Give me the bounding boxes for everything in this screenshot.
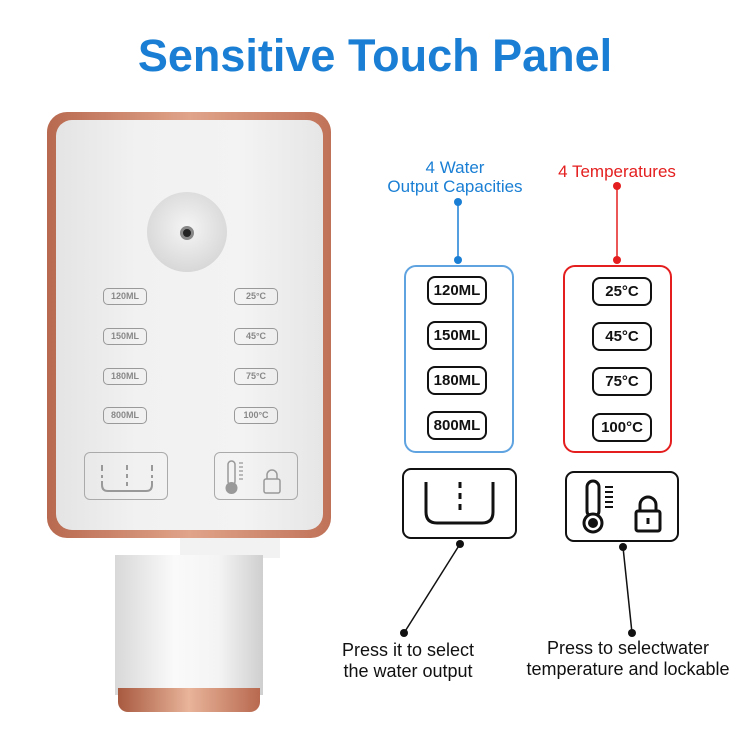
thermometer-lock-icon bbox=[225, 460, 281, 494]
device-button-45c[interactable]: 45°C bbox=[234, 328, 278, 345]
device-button-100c[interactable]: 100°C bbox=[234, 407, 278, 424]
device-neck bbox=[180, 536, 280, 558]
temp-caption-line2: temperature and lockable bbox=[526, 659, 730, 679]
cup-icon bbox=[101, 465, 153, 492]
water-caption-line2: the water output bbox=[343, 661, 473, 681]
device-button-800ml[interactable]: 800ML bbox=[103, 407, 147, 424]
spout-rose-gold-ring bbox=[118, 688, 260, 712]
temperature-45c: 45°C bbox=[592, 322, 652, 351]
temperature-25c: 25°C bbox=[592, 277, 652, 306]
temp-caption-connector bbox=[619, 543, 636, 637]
nozzle-hole bbox=[180, 226, 194, 240]
water-output-icon-box bbox=[402, 468, 517, 539]
device-water-output-button[interactable] bbox=[84, 452, 168, 500]
device-spout bbox=[115, 555, 263, 695]
water-caption-connector bbox=[400, 540, 464, 637]
page-title: Sensitive Touch Panel bbox=[137, 30, 613, 81]
temperature-connector bbox=[613, 182, 621, 264]
capacity-120ml: 120ML bbox=[427, 276, 487, 305]
capacity-180ml: 180ML bbox=[427, 366, 487, 395]
capacity-options-box bbox=[404, 265, 514, 453]
device-button-150ml[interactable]: 150ML bbox=[103, 328, 147, 345]
capacity-heading-line2: Output Capacities bbox=[387, 177, 523, 196]
temperature-heading: 4 Temperatures bbox=[558, 162, 676, 181]
temperature-75c: 75°C bbox=[592, 367, 652, 396]
capacity-150ml: 150ML bbox=[427, 321, 487, 350]
capacity-heading-line1: 4 Water bbox=[425, 158, 485, 177]
touch-panel bbox=[56, 120, 323, 530]
device-button-180ml[interactable]: 180ML bbox=[103, 368, 147, 385]
device-button-25c[interactable]: 25°C bbox=[234, 288, 278, 305]
capacity-connector bbox=[454, 198, 462, 264]
thermometer-lock-icon bbox=[582, 479, 662, 534]
water-caption-line1: Press it to select bbox=[341, 640, 475, 660]
temperature-100c: 100°C bbox=[592, 413, 652, 442]
temperature-options-box bbox=[563, 265, 672, 453]
temperature-lock-icon-box bbox=[565, 471, 679, 542]
device-temperature-lock-button[interactable] bbox=[214, 452, 298, 500]
device-button-120ml[interactable]: 120ML bbox=[103, 288, 147, 305]
temp-caption-line1: Press to selectwater bbox=[546, 638, 710, 658]
device-button-75c[interactable]: 75°C bbox=[234, 368, 278, 385]
capacity-800ml: 800ML bbox=[427, 411, 487, 440]
cup-icon bbox=[424, 482, 495, 525]
